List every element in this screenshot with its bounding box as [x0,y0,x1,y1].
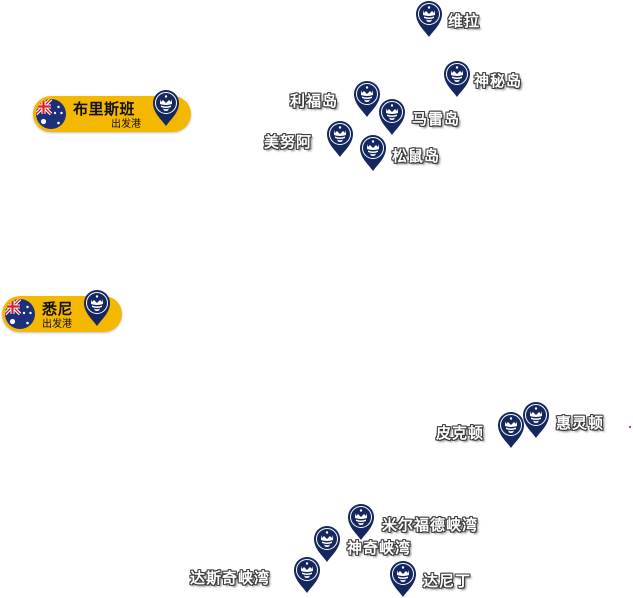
port-name: 布里斯班 [73,100,136,118]
destination-label-noumea[interactable]: 美努阿 [264,133,313,151]
destination-label-milford-sound[interactable]: 米尔福德峡湾 [382,516,479,534]
port-name: 悉尼 [42,300,74,318]
cruise-pin-icon[interactable] [326,120,354,158]
australia-flag-icon [36,99,66,129]
location-dot [629,426,631,428]
port-badge-sydney[interactable]: 悉尼 出发港 [2,296,122,332]
port-sub: 出发港 [42,319,72,330]
cruise-pin-icon[interactable] [347,503,375,541]
destination-label-picton[interactable]: 皮克顿 [436,424,485,442]
destination-label-doubtful-sound[interactable]: 神奇峡湾 [347,539,412,557]
port-sub: 出发港 [111,119,141,130]
destination-label-dusky-sound[interactable]: 达斯奇峡湾 [190,569,271,587]
cruise-pin-icon[interactable] [497,411,525,449]
cruise-pin-icon[interactable] [152,89,180,127]
cruise-pin-icon[interactable] [389,560,417,598]
cruise-pin-icon[interactable] [378,98,406,136]
cruise-pin-icon[interactable] [293,556,321,594]
cruise-pin-icon[interactable] [359,134,387,172]
destination-label-lifou[interactable]: 利福岛 [290,92,339,110]
destination-label-vila[interactable]: 维拉 [448,12,481,30]
cruise-pin-icon[interactable] [353,80,381,118]
cruise-pin-icon[interactable] [443,60,471,98]
destination-label-wellington[interactable]: 惠灵顿 [556,414,605,432]
australia-flag-icon [5,299,35,329]
destination-label-mystery-island[interactable]: 神秘岛 [474,72,523,90]
cruise-pin-icon[interactable] [415,0,443,38]
cruise-pin-icon[interactable] [83,289,111,327]
cruise-pin-icon[interactable] [522,401,550,439]
destination-label-dunedin[interactable]: 达尼丁 [423,572,472,590]
destination-label-isle-of-pines[interactable]: 松鼠岛 [392,147,441,165]
destination-label-mare[interactable]: 马雷岛 [412,110,461,128]
